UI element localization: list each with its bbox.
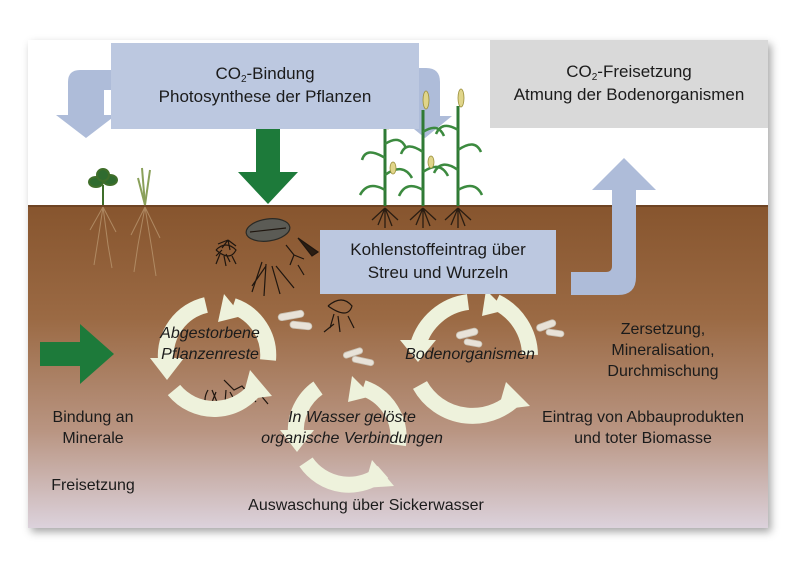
input-products-label: Eintrag von Abbauprodukten und toter Bio… (542, 409, 744, 447)
green-photosynthesis-arrow (238, 128, 298, 204)
leaching-label: Auswaschung über Sickerwasser (248, 497, 484, 514)
carbon-input-box: Kohlenstoffeintrag über Streu und Wurzel… (320, 230, 556, 294)
co2-release-subtitle: Atmung der Bodenorganismen (513, 85, 745, 104)
decomposition-label: Zersetzung, Mineralisation, Durchmischun… (607, 321, 719, 380)
young-plant-roots (89, 206, 161, 277)
co2-binding-box-bg (111, 43, 419, 129)
soil-organisms (277, 309, 565, 367)
soil-organisms-label: Bodenorganismen (405, 346, 535, 363)
co2-release-box-bg (490, 40, 768, 128)
soil-carbon-cycle-illustration (28, 40, 768, 528)
corn-plants (358, 88, 484, 228)
young-plants (88, 167, 151, 206)
carbon-input-line2: Streu und Wurzeln (367, 263, 509, 282)
left-uptake-arrow (56, 70, 116, 138)
green-mineral-binding-arrow (40, 324, 114, 384)
co2-release-arrow (571, 158, 656, 295)
diagram-frame: CO2-Bindung Photosynthese der Pflanzen C… (28, 40, 768, 528)
dead-plants-label: Abgestorbene Pflanzenreste (160, 325, 260, 363)
carbon-input-line1: Kohlenstoffeintrag über (350, 240, 526, 260)
dissolved-organics-label: In Wasser gelöste organische Verbindunge… (261, 409, 443, 447)
release-label: Freisetzung (51, 477, 135, 494)
co2-release-box: CO2-Freisetzung Atmung der Bodenorganism… (490, 40, 768, 128)
co2-release-title: CO2-Freisetzung (566, 62, 692, 84)
binding-minerals-label: Bindung an Minerale (52, 409, 134, 447)
co2-binding-subtitle: Photosynthese der Pflanzen (158, 87, 372, 106)
co2-binding-title: CO2-Bindung (215, 64, 315, 86)
carbon-input-box-bg (320, 230, 556, 294)
co2-binding-box: CO2-Bindung Photosynthese der Pflanzen (111, 43, 419, 129)
cycle-arrowheads (150, 290, 530, 488)
